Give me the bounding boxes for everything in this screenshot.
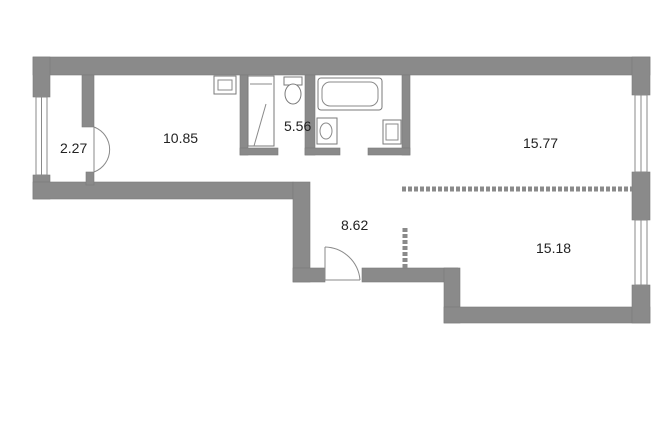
windows — [35, 94, 648, 286]
wall-hall-left — [292, 181, 311, 283]
wall-hall-bottom-left — [292, 267, 326, 283]
room-area-kitchen: 10.85 — [163, 130, 198, 146]
room-area-hall: 8.62 — [341, 217, 368, 233]
window-icon — [634, 219, 648, 286]
doors — [93, 126, 361, 281]
area-labels: 2.27 10.85 5.56 15.77 8.62 15.18 — [60, 118, 571, 256]
wall-left-upper — [32, 56, 51, 98]
wall-bottom-left — [32, 181, 294, 200]
partitions — [402, 186, 632, 268]
window-icon — [35, 96, 48, 176]
wall-shower-stub — [239, 147, 279, 156]
window-icon — [634, 94, 648, 173]
wall-bath-right-stub — [367, 147, 411, 156]
room-area-room-top-right: 15.77 — [523, 135, 558, 151]
room-area-vestibule: 2.27 — [60, 140, 87, 156]
wall-top — [32, 56, 651, 76]
stove-icon — [213, 75, 237, 95]
wall-shower-left — [239, 74, 249, 156]
door-icon — [93, 126, 111, 173]
wall-right-top — [631, 56, 651, 96]
wall-right-middle — [631, 171, 651, 221]
wall-bath-left — [304, 74, 316, 156]
wall-bath-stub — [304, 147, 341, 156]
sink-icon — [316, 117, 338, 145]
wall-bath-right — [401, 74, 411, 156]
bathtub-icon — [317, 77, 383, 111]
door-icon — [324, 246, 361, 281]
wall-hall-bottom-right — [361, 267, 459, 283]
wall-right-bottom — [631, 284, 651, 324]
room-area-room-bottom-right: 15.18 — [536, 240, 571, 256]
shower-icon — [247, 75, 275, 147]
wall-bottom-right — [443, 306, 651, 324]
room-area-bathroom: 5.56 — [284, 118, 311, 134]
wall-vestibule-top — [81, 74, 95, 128]
toilet-icon — [283, 76, 303, 105]
walls — [32, 56, 651, 324]
wall-vestibule-bottom — [85, 171, 95, 186]
washer-icon — [382, 119, 402, 145]
